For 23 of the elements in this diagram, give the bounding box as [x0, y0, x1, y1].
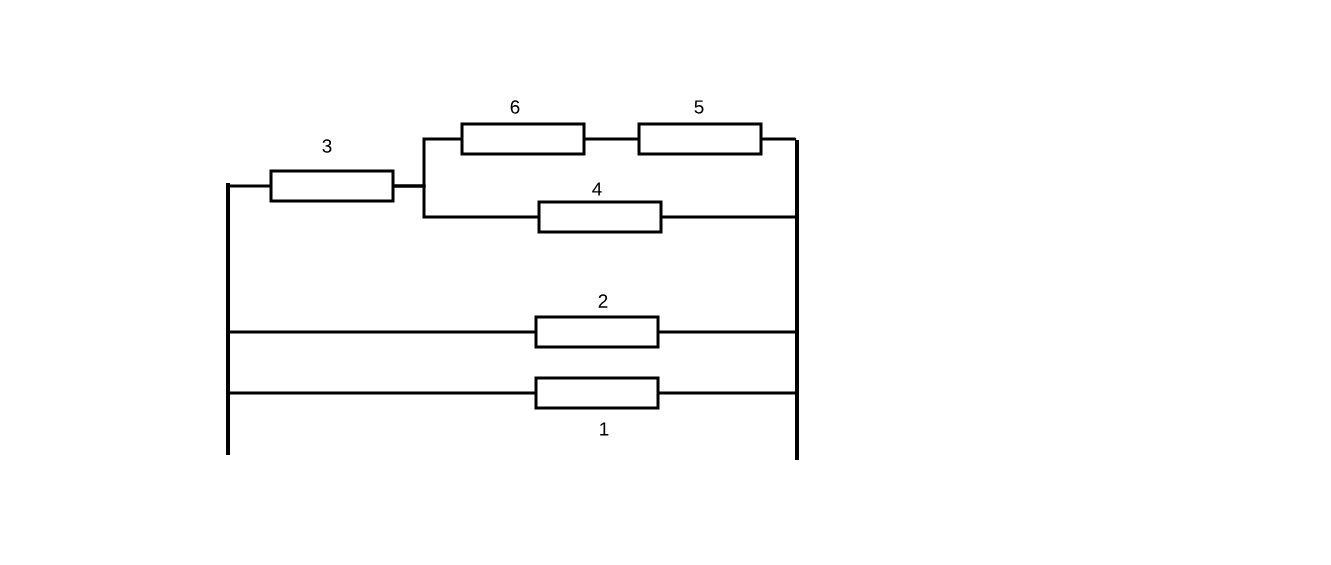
resistor-symbol — [534, 315, 660, 349]
resistor-symbol — [534, 376, 660, 410]
wire — [584, 137, 639, 141]
resistor-symbol — [537, 200, 663, 234]
wire — [228, 330, 536, 334]
resistor-label: 4 — [592, 182, 602, 196]
wire — [661, 215, 797, 219]
wire — [393, 184, 539, 219]
rail — [226, 183, 230, 455]
resistor-label: 1 — [600, 422, 609, 436]
resistor-label: 6 — [510, 100, 520, 114]
wire — [228, 184, 271, 188]
resistor-label: 2 — [598, 294, 608, 308]
resistor-symbol — [269, 169, 395, 203]
wire — [228, 391, 536, 395]
resistor-label: 5 — [694, 100, 704, 114]
wire — [761, 137, 797, 141]
wire — [658, 330, 797, 334]
rail — [795, 140, 799, 460]
resistor-symbol — [460, 122, 586, 156]
resistor-label: 3 — [322, 139, 332, 153]
resistor-symbol — [637, 122, 763, 156]
wire — [658, 391, 797, 395]
